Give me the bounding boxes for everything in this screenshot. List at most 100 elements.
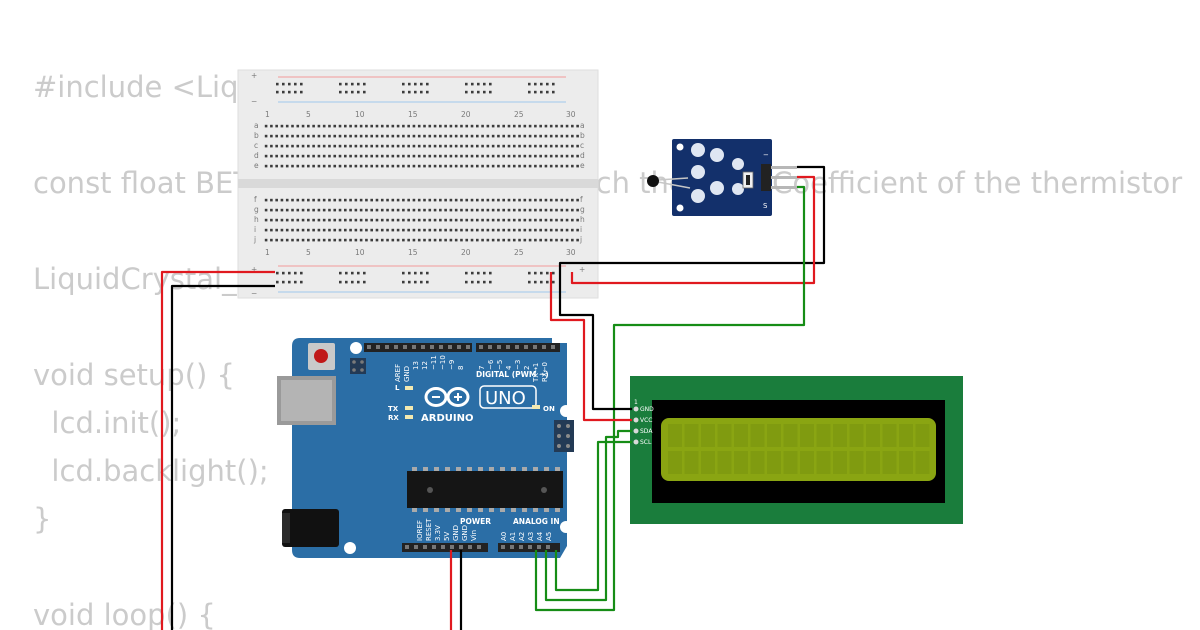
lcd-cell bbox=[767, 451, 781, 474]
breadboard-hole bbox=[460, 238, 463, 242]
row-letter: h bbox=[580, 215, 585, 224]
breadboard-hole bbox=[565, 208, 569, 212]
breadboard-hole bbox=[465, 198, 469, 202]
breadboard-hole bbox=[507, 238, 511, 242]
row-letters: a b c d e f g h i j a b c d e f g h i j bbox=[253, 121, 585, 244]
breadboard-hole bbox=[264, 164, 268, 168]
pin-label: 3.3V bbox=[434, 525, 442, 541]
lcd-pin-sda: SDA bbox=[640, 428, 653, 435]
breadboard-hole bbox=[481, 238, 484, 242]
breadboard-hole bbox=[491, 144, 495, 148]
breadboard-hole bbox=[433, 218, 437, 222]
breadboard-hole bbox=[270, 154, 273, 158]
header-hole bbox=[439, 345, 443, 349]
breadboard-hole bbox=[534, 208, 537, 212]
header-hole bbox=[524, 345, 528, 349]
lcd-cell bbox=[816, 424, 831, 447]
lcd-cell bbox=[668, 424, 682, 447]
breadboard-hole bbox=[296, 198, 300, 202]
breadboard-hole bbox=[465, 124, 469, 128]
breadboard-hole bbox=[386, 228, 389, 232]
breadboard-hole bbox=[555, 144, 558, 148]
wire-green-sensor-signal[interactable] bbox=[534, 185, 806, 612]
breadboard-hole bbox=[454, 164, 458, 168]
header-hole bbox=[468, 545, 472, 549]
breadboard-hole bbox=[317, 124, 321, 128]
breadboard-hole bbox=[396, 208, 400, 212]
wire-red-lcd-vcc[interactable] bbox=[549, 272, 632, 422]
breadboard-hole bbox=[338, 198, 342, 202]
breadboard-hole bbox=[486, 164, 490, 168]
breadboard-hole bbox=[344, 134, 347, 138]
breadboard-hole bbox=[428, 238, 432, 242]
rail-hole bbox=[414, 82, 417, 86]
header-hole bbox=[537, 545, 541, 549]
wire-black-rail-left[interactable] bbox=[170, 284, 275, 630]
breadboard-hole bbox=[386, 218, 389, 222]
rail-hole bbox=[351, 90, 354, 94]
breadboard-hole bbox=[402, 144, 405, 148]
lcd-1602-i2c[interactable]: 1 GND VCC SDA SCL bbox=[630, 376, 963, 524]
breadboard-hole bbox=[539, 218, 542, 222]
rail-hole bbox=[339, 271, 342, 275]
breadboard-hole bbox=[301, 218, 305, 222]
breadboard-hole bbox=[528, 208, 532, 212]
rail-hole bbox=[471, 271, 474, 275]
rail-hole bbox=[489, 90, 492, 94]
breadboard-hole bbox=[296, 164, 300, 168]
pin-label: GND bbox=[461, 525, 469, 541]
wire-red-rail-left[interactable] bbox=[160, 270, 275, 630]
lcd-pin-number: 1 bbox=[634, 399, 638, 406]
row-letter: f bbox=[254, 195, 257, 204]
breadboard-hole bbox=[539, 164, 542, 168]
wire-green-scl[interactable] bbox=[554, 440, 632, 592]
breadboard-hole bbox=[439, 208, 442, 212]
rail-hole bbox=[276, 271, 279, 275]
breadboard-hole bbox=[412, 238, 416, 242]
breadboard-hole bbox=[460, 154, 463, 158]
ntc-temperature-sensor[interactable]: − S bbox=[647, 139, 797, 216]
breadboard-hole bbox=[407, 208, 410, 212]
breadboard-hole bbox=[280, 238, 284, 242]
breadboard-hole bbox=[433, 134, 437, 138]
chip-pin bbox=[489, 508, 494, 512]
breadboard-hole bbox=[375, 144, 379, 148]
lcd-cell bbox=[866, 451, 880, 474]
wire-green-sda[interactable] bbox=[544, 429, 632, 602]
breadboard-hole bbox=[565, 134, 569, 138]
wire-black-lcd-gnd[interactable] bbox=[558, 286, 632, 411]
breadboard-hole bbox=[307, 198, 310, 202]
breadboard-hole bbox=[285, 134, 289, 138]
rail-hole bbox=[339, 90, 342, 94]
breadboard-hole bbox=[264, 218, 268, 222]
mount-hole bbox=[344, 542, 356, 554]
breadboard[interactable]: + − + − + 1 5 10 15 20 25 30 1 5 10 15 2… bbox=[237, 69, 599, 299]
breadboard-hole bbox=[354, 218, 358, 222]
rail-hole bbox=[408, 82, 411, 86]
lcd-cell bbox=[750, 424, 765, 447]
wire-red-sensor-vcc[interactable] bbox=[570, 175, 816, 285]
breadboard-hole bbox=[555, 164, 558, 168]
breadboard-hole bbox=[301, 198, 305, 202]
breadboard-hole bbox=[338, 124, 342, 128]
arduino-uno-board[interactable]: AREF GND 13 12 ~11 ~10 ~9 8 7 ~6 ~5 4 ~3… bbox=[277, 338, 574, 558]
rail-hole bbox=[288, 90, 291, 94]
wire-black-sensor-gnd[interactable] bbox=[558, 165, 826, 286]
breadboard-hole bbox=[354, 238, 358, 242]
breadboard-hole bbox=[523, 218, 527, 222]
breadboard-hole bbox=[476, 164, 479, 168]
mount-hole bbox=[350, 342, 362, 354]
breadboard-hole bbox=[264, 238, 268, 242]
row-letter: g bbox=[580, 205, 585, 214]
breadboard-hole bbox=[338, 164, 342, 168]
breadboard-hole bbox=[518, 238, 521, 242]
chip-pin bbox=[445, 467, 450, 471]
breadboard-hole bbox=[375, 208, 379, 212]
breadboard-hole bbox=[322, 164, 326, 168]
breadboard-hole bbox=[391, 238, 395, 242]
rail-hole bbox=[420, 90, 423, 94]
header-hole bbox=[405, 545, 409, 549]
breadboard-hole bbox=[528, 238, 532, 242]
breadboard-hole bbox=[359, 218, 363, 222]
chip-mark bbox=[427, 487, 433, 493]
